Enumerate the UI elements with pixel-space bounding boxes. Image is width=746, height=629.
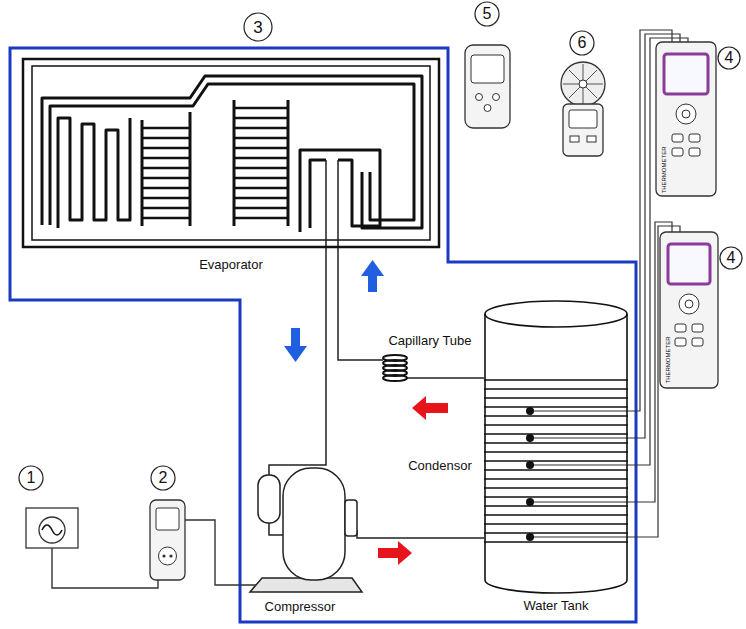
evaporator-frame (32, 66, 430, 240)
thermometer-device (660, 232, 718, 388)
flow-arrows-red (378, 396, 448, 565)
evaporator-box: Evaporator (22, 58, 440, 273)
node-outline (22, 58, 440, 248)
part-label: Capillary Tube (388, 334, 471, 347)
capillary-coil (383, 355, 407, 381)
hygrometer-device (465, 45, 510, 128)
anemometer-device (561, 62, 605, 156)
flow-arrows-blue (284, 260, 384, 362)
temperature-probes (526, 407, 534, 541)
device-label: THERMOMETER (661, 147, 667, 194)
callout-number: 6 (578, 35, 587, 51)
callout-number: 4 (727, 250, 736, 266)
callout-number: 5 (483, 6, 492, 22)
water-tank: Water Tank (484, 300, 628, 614)
node-caption: Water Tank (484, 598, 628, 614)
callout-number: 4 (725, 50, 734, 66)
part-label: Compressor (265, 600, 336, 613)
callout-circles (19, 2, 742, 490)
device-label: THERMOMETER (665, 337, 671, 384)
callout-number: 1 (27, 470, 36, 486)
callout-number: 3 (253, 19, 262, 36)
compressor-symbol (250, 468, 362, 592)
power-meter-device (150, 500, 185, 580)
ac-source-symbol (26, 508, 78, 548)
node-outline (484, 300, 628, 594)
condenser-coil (484, 380, 628, 542)
thermometer-device (656, 42, 716, 196)
system-boundary (10, 48, 636, 622)
node-caption: Evaporator (22, 257, 440, 273)
evaporator-coil (42, 76, 422, 232)
callout-number: 2 (159, 470, 168, 486)
part-label: Condensor (408, 459, 472, 472)
